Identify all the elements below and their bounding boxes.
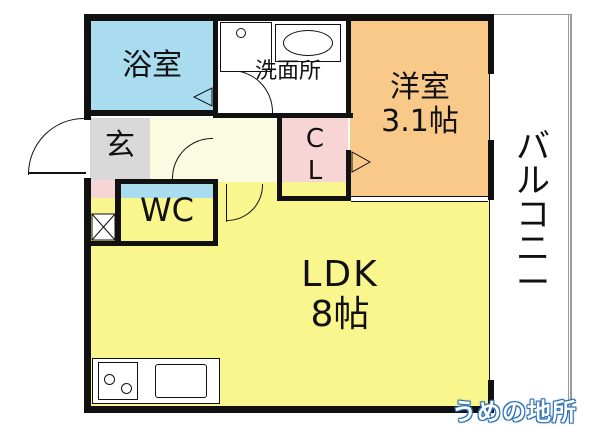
wall-wash-bottom bbox=[213, 113, 353, 118]
balcony-char: ル bbox=[516, 161, 550, 201]
washing-machine bbox=[220, 22, 272, 72]
bath-room bbox=[90, 20, 215, 110]
burner-icon bbox=[104, 374, 115, 385]
wall-bedroom-left bbox=[346, 14, 351, 118]
balcony-rail bbox=[568, 14, 572, 413]
entrance-door bbox=[28, 118, 85, 175]
entrance-door-leaf bbox=[28, 172, 86, 174]
wall-bottom bbox=[84, 406, 496, 413]
wall-toilet-bottom bbox=[84, 241, 218, 246]
shoe-box-icon bbox=[91, 213, 116, 241]
balcony-char: ー bbox=[516, 263, 550, 303]
entrance bbox=[90, 118, 150, 180]
wall-toilet-left bbox=[115, 179, 121, 245]
ldk-door-leaf bbox=[226, 184, 227, 222]
kitchen-sink bbox=[155, 364, 207, 398]
wall-closet-right bbox=[346, 150, 351, 200]
wall-toilet-right bbox=[213, 179, 218, 245]
hallway bbox=[150, 118, 278, 182]
wall-closet-left bbox=[277, 118, 282, 200]
drain-icon bbox=[236, 28, 246, 38]
stove bbox=[98, 362, 138, 400]
burner-icon bbox=[121, 383, 132, 394]
ldk-label: LDK bbox=[301, 254, 379, 295]
washbasin-bowl bbox=[283, 30, 333, 56]
closet-label-c: C bbox=[305, 124, 325, 154]
wall-right-bottom bbox=[488, 380, 494, 413]
wall-left-lower bbox=[84, 178, 91, 413]
balcony-char: バ bbox=[516, 127, 550, 167]
wall-bath-right bbox=[213, 14, 218, 114]
wall-bath-bottom bbox=[84, 110, 218, 116]
bedroom bbox=[350, 20, 490, 198]
bedroom-label: 洋室 bbox=[390, 70, 450, 105]
wall-bedroom-bottom bbox=[351, 196, 488, 202]
balcony-char: ニ bbox=[516, 229, 550, 269]
wall-top bbox=[84, 14, 496, 21]
balcony-label: バ ル コ ニ ー bbox=[513, 130, 553, 300]
watermark: うめの地所 bbox=[452, 398, 577, 426]
balcony bbox=[494, 14, 572, 413]
wall-right-top bbox=[488, 14, 494, 74]
bath-door-arrow-icon bbox=[192, 87, 213, 107]
ldk-size: 8帖 bbox=[310, 294, 370, 335]
bath-label: 浴室 bbox=[122, 48, 182, 83]
bedroom-size: 3.1帖 bbox=[381, 104, 459, 139]
toilet-label: WC bbox=[140, 191, 194, 229]
entrance-label: 玄 bbox=[105, 128, 135, 163]
washroom-label: 洗面所 bbox=[254, 59, 321, 84]
wall-toilet-top bbox=[115, 179, 218, 184]
wall-closet-bottom bbox=[277, 196, 351, 201]
wall-right-mid bbox=[488, 140, 494, 200]
wall-left-upper bbox=[84, 14, 91, 120]
closet-label-l: L bbox=[307, 156, 323, 186]
closet-door-arrow-icon bbox=[351, 151, 372, 173]
balcony-char: コ bbox=[516, 195, 550, 235]
